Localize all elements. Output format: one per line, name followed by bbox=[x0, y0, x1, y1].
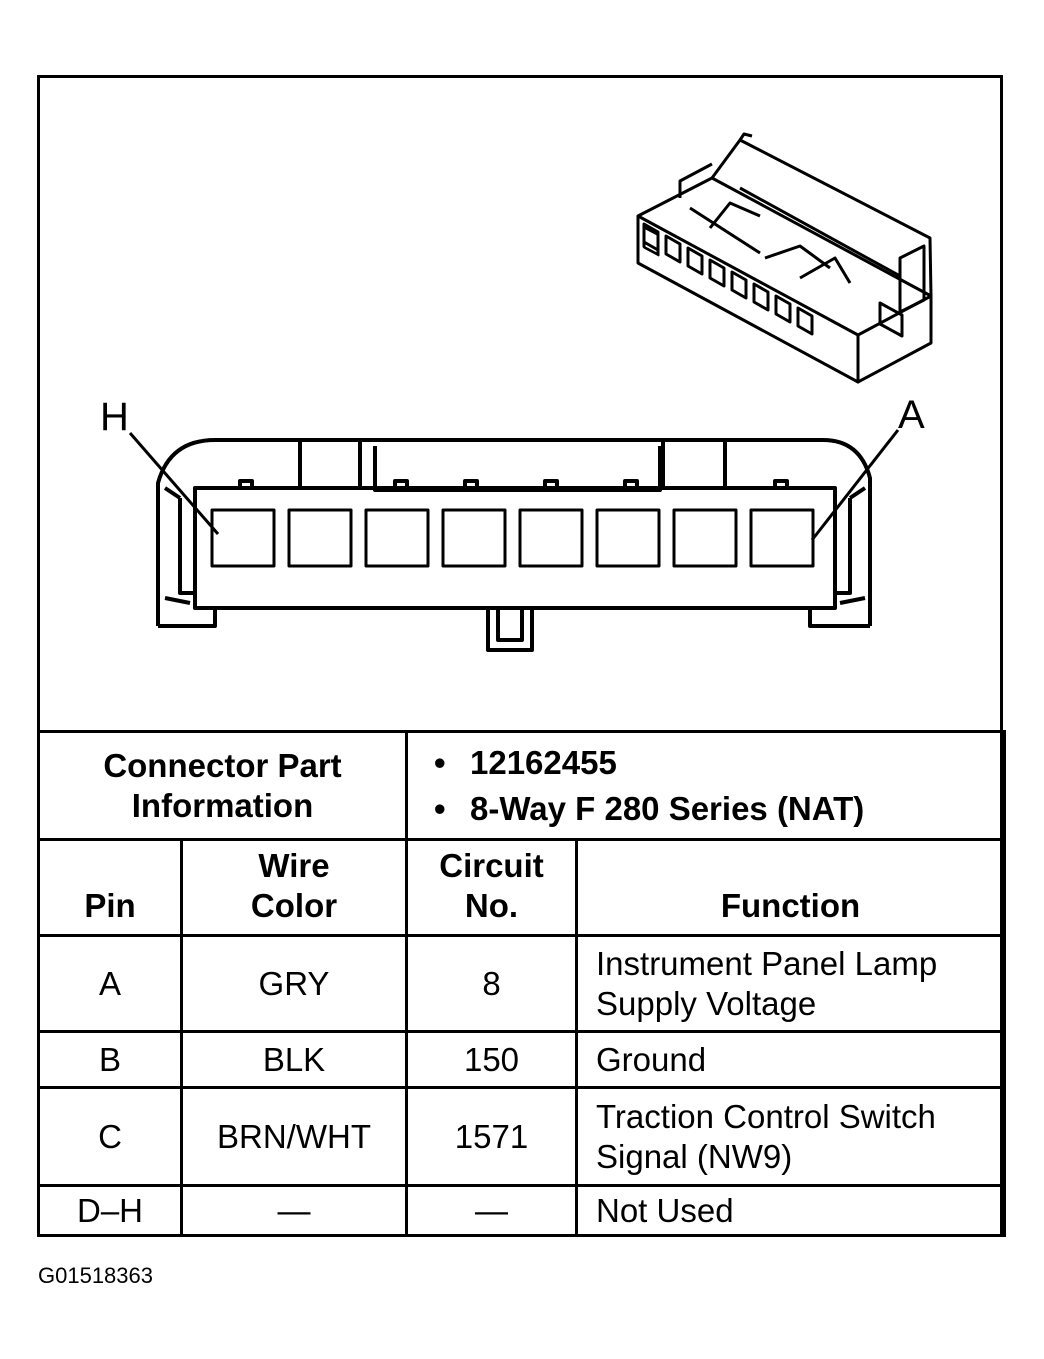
part-number: 12162455 bbox=[434, 740, 1003, 786]
pin-cell: D–H bbox=[37, 1184, 183, 1237]
part-info-row: Connector Part Information 12162455 8-Wa… bbox=[37, 730, 1007, 841]
pin-cavities bbox=[210, 508, 815, 568]
function-cell: Instrument Panel Lamp Supply Voltage bbox=[574, 934, 1007, 1033]
connector-drawing: H A bbox=[100, 132, 933, 652]
connector-info-table: Connector Part Information 12162455 8-Wa… bbox=[37, 730, 1007, 1237]
pin-cell: A bbox=[37, 934, 183, 1033]
part-info-values: 12162455 8-Way F 280 Series (NAT) bbox=[404, 730, 1007, 841]
circuit-no-cell: 150 bbox=[405, 1030, 578, 1089]
isometric-cavities bbox=[642, 222, 814, 336]
table-row: A GRY 8 Instrument Panel Lamp Supply Vol… bbox=[37, 934, 1007, 1033]
table-row: C BRN/WHT 1571 Traction Control Switch S… bbox=[37, 1086, 1007, 1187]
circuit-no-cell: 8 bbox=[405, 934, 578, 1033]
table-row: B BLK 150 Ground bbox=[37, 1030, 1007, 1089]
function-cell: Traction Control Switch Signal (NW9) bbox=[574, 1086, 1007, 1187]
part-info-label: Connector Part Information bbox=[37, 730, 408, 841]
function-cell: Not Used bbox=[574, 1184, 1007, 1237]
part-series: 8-Way F 280 Series (NAT) bbox=[434, 786, 1003, 832]
table-header-row: Pin Wire Color Circuit No. Function bbox=[37, 838, 1007, 937]
header-pin: Pin bbox=[37, 838, 183, 937]
wire-color-cell: — bbox=[180, 1184, 408, 1237]
header-wire-color: Wire Color bbox=[180, 838, 408, 937]
header-function: Function bbox=[574, 838, 1007, 937]
pin-label-h: H bbox=[100, 395, 129, 439]
pin-cell: B bbox=[37, 1030, 183, 1089]
wire-color-cell: BRN/WHT bbox=[180, 1086, 408, 1187]
wire-color-cell: GRY bbox=[180, 934, 408, 1033]
table-row: D–H — — Not Used bbox=[37, 1184, 1007, 1237]
diagram-frame: H A Connector Part Information 12162455 … bbox=[37, 75, 1007, 1237]
circuit-no-cell: — bbox=[405, 1184, 578, 1237]
circuit-no-cell: 1571 bbox=[405, 1086, 578, 1187]
pin-label-a: A bbox=[898, 393, 925, 437]
pin-cell: C bbox=[37, 1086, 183, 1187]
connector-isometric-view bbox=[636, 132, 933, 384]
wire-color-cell: BLK bbox=[180, 1030, 408, 1089]
function-cell: Ground bbox=[574, 1030, 1007, 1089]
pin-leader-lines bbox=[128, 429, 900, 541]
connector-front-view bbox=[156, 438, 872, 652]
figure-id: G01518363 bbox=[38, 1263, 153, 1288]
header-circuit-no: Circuit No. bbox=[405, 838, 578, 937]
